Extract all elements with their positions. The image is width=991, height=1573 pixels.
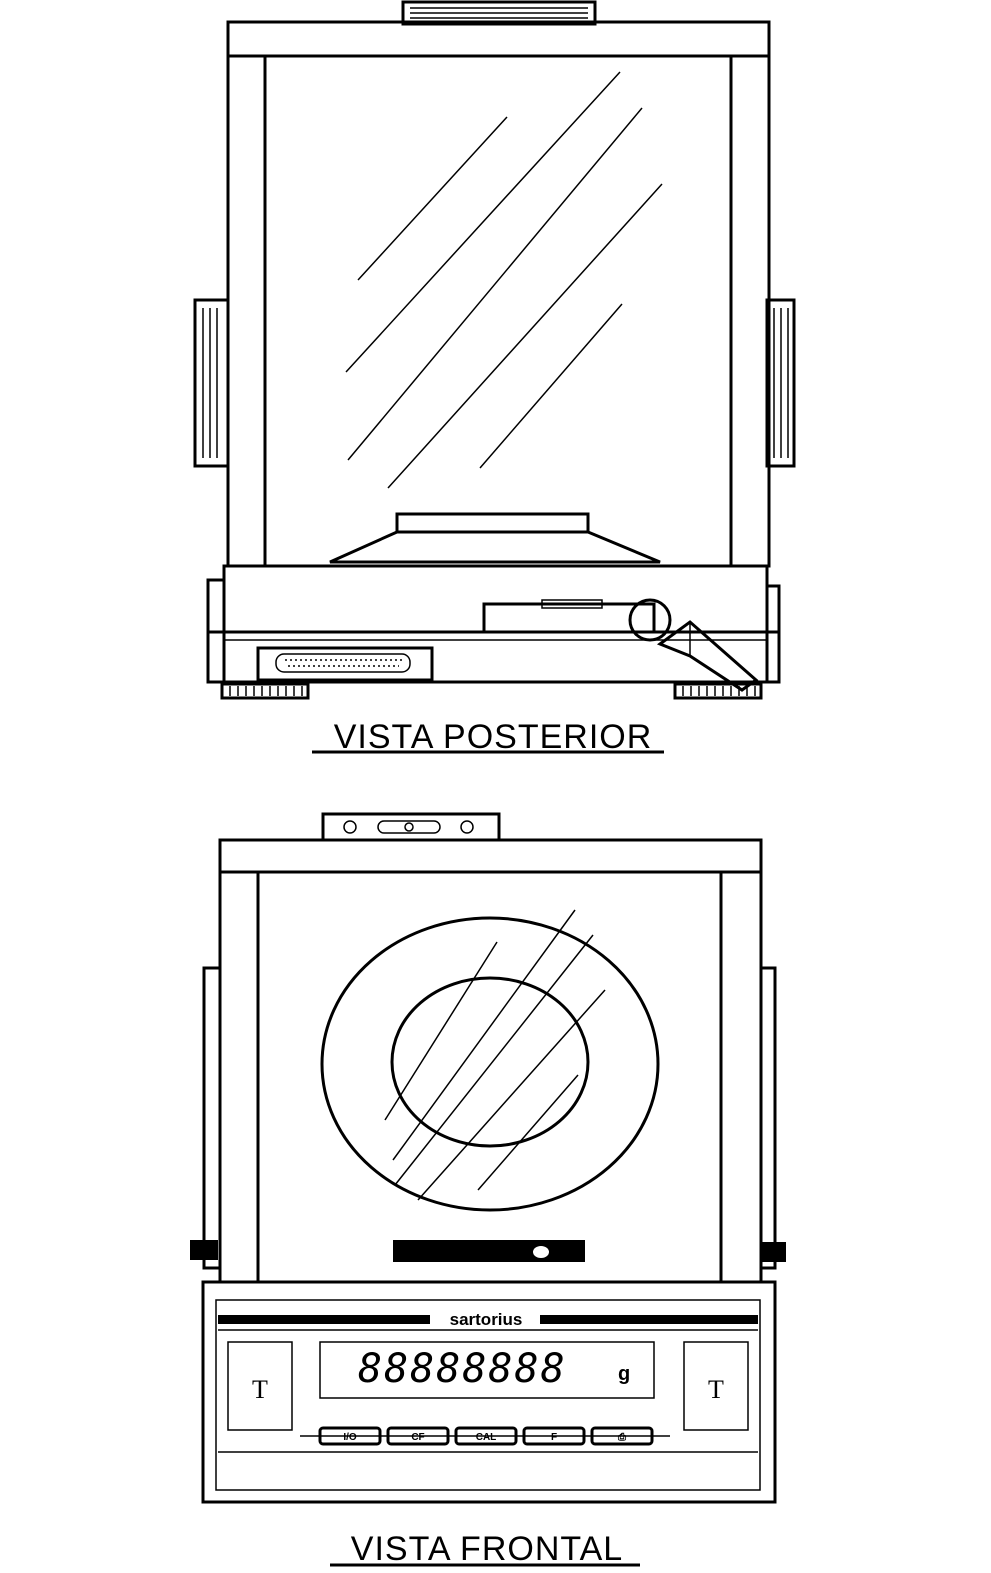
display-digits: 88888888 — [358, 1346, 567, 1392]
front-right-side-post — [759, 966, 777, 1270]
rear-view-caption: VISTA POSTERIOR — [334, 718, 653, 756]
tare-key-left[interactable] — [227, 1341, 293, 1431]
key-f[interactable]: F — [522, 1426, 586, 1446]
rear-weighing-pan — [329, 512, 661, 564]
front-top-cap — [218, 838, 763, 874]
serial-connector-icon — [256, 646, 434, 682]
tare-key-right-label: T — [708, 1375, 724, 1404]
spirit-level-icon — [321, 812, 501, 842]
brand-logo: sartorius — [450, 1310, 523, 1329]
rear-left-slide-handle — [193, 298, 230, 468]
rear-top-cap — [226, 20, 771, 58]
key-on-off[interactable]: I/O — [318, 1426, 382, 1446]
front-left-side-post — [202, 966, 222, 1270]
rear-lever-mechanism — [482, 598, 759, 692]
front-view-caption: VISTA FRONTAL — [351, 1530, 623, 1568]
front-pan-slot — [393, 1240, 585, 1262]
front-weighing-pan — [320, 916, 660, 1212]
key-cf[interactable]: CF — [386, 1426, 450, 1446]
tare-key-left-label: T — [252, 1375, 268, 1404]
key-f-label: F — [551, 1432, 557, 1443]
rear-base-upper — [222, 564, 769, 634]
front-left-door-knob — [190, 1240, 218, 1260]
glass-hatch-icon — [345, 71, 663, 489]
display-unit: g — [618, 1363, 630, 1385]
brand-band: sartorius — [218, 1310, 758, 1329]
tare-key-right[interactable] — [683, 1341, 749, 1431]
rear-right-slide-handle — [765, 298, 796, 468]
front-draft-shield — [218, 870, 763, 1284]
rear-view: VISTA POSTERIOR — [193, 0, 796, 756]
key-print-label: ⎙ — [617, 1431, 627, 1443]
key-print[interactable]: ⎙ — [590, 1426, 654, 1446]
leveling-foot-icon — [220, 682, 310, 700]
weight-display — [319, 1341, 655, 1399]
rear-draft-shield — [226, 54, 771, 568]
leveling-foot-icon — [673, 682, 763, 700]
rear-top-handle — [401, 0, 597, 26]
key-cal-label: CAL — [476, 1432, 497, 1443]
key-cal[interactable]: CAL — [454, 1426, 518, 1446]
front-right-door-knob — [762, 1242, 786, 1262]
front-view: sartorius 88888888 g T T I/O CF CAL F — [190, 812, 786, 1568]
front-control-base — [201, 1280, 777, 1504]
key-on-off-label: I/O — [343, 1432, 357, 1443]
key-cf-label: CF — [411, 1432, 424, 1443]
glass-hatch-icon — [384, 909, 606, 1201]
